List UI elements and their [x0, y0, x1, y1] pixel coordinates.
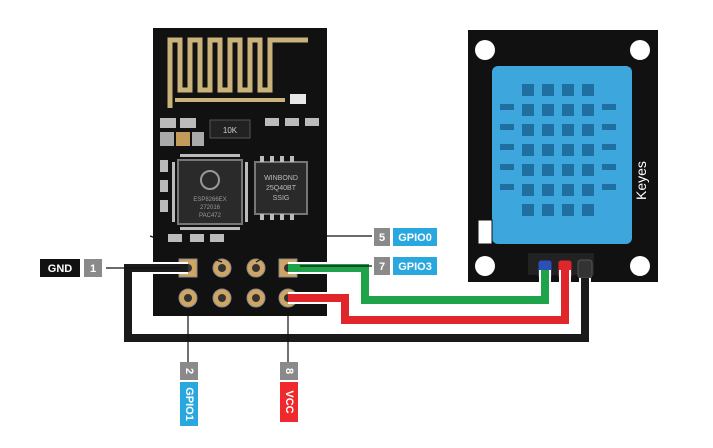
pin-label-gpio1: 2 GPIO1 — [180, 362, 198, 426]
pin-label-vcc: 8 VCC — [280, 362, 298, 422]
svg-text:VCC: VCC — [283, 390, 295, 413]
svg-text:2: 2 — [183, 368, 195, 374]
pin-label-gpio0: 5 GPIO0 — [374, 228, 437, 246]
callout-lines — [106, 235, 372, 362]
svg-text:GPIO1: GPIO1 — [183, 387, 195, 421]
esp01-module: 10K ESP8266EX 272016 PAC472 — [153, 28, 327, 316]
svg-text:1: 1 — [90, 263, 96, 275]
svg-text:GND: GND — [48, 263, 73, 275]
resistor — [209, 119, 251, 139]
pin-label-gnd: GND 1 — [40, 259, 102, 277]
pin-label-gpio3: 7 GPIO3 — [374, 257, 437, 275]
svg-text:PAC472: PAC472 — [199, 213, 222, 219]
svg-text:272016: 272016 — [200, 205, 221, 211]
svg-text:7: 7 — [379, 261, 385, 273]
wire-data — [288, 264, 549, 304]
brand-label: Keyes — [633, 161, 649, 200]
flash-chip: WINBOND 25Q40BT SSIG — [254, 156, 308, 220]
esp8266-chip: ESP8266EX 272016 PAC472 — [177, 159, 243, 225]
svg-text:ESP8266EX: ESP8266EX — [193, 197, 226, 203]
svg-text:GPIO3: GPIO3 — [398, 261, 432, 273]
svg-text:8: 8 — [283, 368, 295, 374]
wire-vcc — [288, 270, 569, 324]
svg-text:5: 5 — [379, 232, 385, 244]
resistor-label: 10K — [223, 126, 238, 135]
antenna-trace — [167, 37, 308, 108]
led — [290, 94, 306, 104]
dht11-sensor-module: Keyes — [468, 30, 658, 282]
svg-text:WINBOND: WINBOND — [264, 175, 298, 182]
svg-text:25Q40BT: 25Q40BT — [266, 185, 297, 192]
svg-text:GPIO0: GPIO0 — [398, 232, 432, 244]
svg-text:SSIG: SSIG — [273, 195, 290, 202]
sensor-grille — [500, 84, 616, 216]
